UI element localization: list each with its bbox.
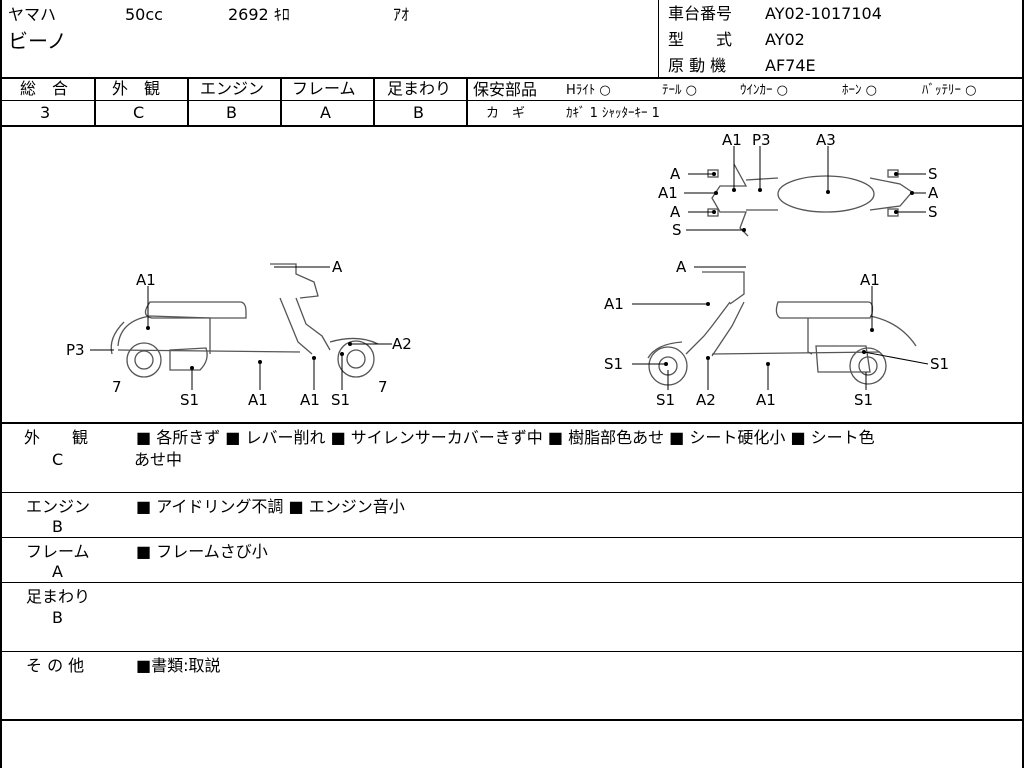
note-suspension-label: 足まわり [26, 587, 91, 606]
damage-code: A1 [756, 391, 776, 409]
damage-code: A1 [248, 391, 268, 409]
damage-code: A1 [722, 131, 742, 149]
damage-code: S [672, 221, 682, 239]
scooter-top-view-icon [707, 163, 913, 237]
overall-label: 総 合 [20, 79, 69, 98]
frame-right [1022, 0, 1024, 768]
overall-value: 3 [40, 103, 51, 122]
damage-code: A1 [658, 184, 678, 202]
damage-code: A1 [136, 271, 156, 289]
displacement: 50cc [125, 5, 163, 24]
damage-code: S [928, 203, 938, 221]
safety-label: 保安部品 [473, 80, 538, 99]
damage-code: A3 [816, 131, 836, 149]
note-other-text: ■書類:取説 [136, 656, 221, 675]
damage-code: P3 [752, 131, 771, 149]
note-frame-label: フレーム [26, 542, 90, 561]
note-other-label: そ の 他 [26, 656, 85, 675]
damage-code: S1 [854, 391, 873, 409]
rule-diagram-bottom [0, 422, 1024, 424]
note-engine-grade: B [52, 517, 63, 536]
frame-grade-label: フレーム [292, 79, 356, 98]
engine-grade-label: エンジン [200, 79, 265, 98]
rule-grade-bottom [0, 125, 1024, 127]
rule-notes-4 [0, 651, 1024, 652]
damage-code: S1 [656, 391, 675, 409]
rule-header-split [658, 0, 659, 77]
rule-grade-mid [0, 100, 1024, 101]
note-engine-text: ■ アイドリング不調 ■ エンジン音小 [136, 497, 405, 516]
exterior-label: 外 観 [112, 79, 161, 98]
frame-no-label: 車台番号 [668, 4, 733, 23]
damage-diagram: A A1 P3 7 S1 A1 A1 S1 7 A2 A1 P3 A3 A A1… [66, 131, 949, 409]
key-value: ｶｷﾞ 1 ｼｬｯﾀｰｷｰ 1 [566, 106, 660, 121]
damage-code: A [670, 165, 681, 183]
rule-col-3 [280, 77, 282, 126]
engine-value: AF74E [765, 56, 816, 75]
damage-code: A [332, 258, 343, 276]
safety-item-winker: ｳｲﾝｶｰ ○ [740, 83, 788, 98]
damage-code: A1 [860, 271, 880, 289]
safety-item-headlight: Hﾗｲﾄ ○ [566, 83, 611, 98]
engine-label: 原 動 機 [668, 56, 727, 75]
damage-code: A [928, 184, 939, 202]
model-name: ビーノ [8, 29, 67, 53]
note-engine-label: エンジン [26, 497, 91, 516]
rule-col-1 [94, 77, 96, 126]
note-frame-grade: A [52, 562, 63, 581]
note-frame-text: ■ フレームさび小 [136, 542, 268, 561]
rule-col-2 [187, 77, 189, 126]
ok-mark-icon: ○ [965, 83, 977, 98]
maker: ヤマハ [8, 5, 57, 24]
frame-left [0, 0, 2, 768]
damage-code: S1 [180, 391, 199, 409]
key-label: カ ギ [486, 106, 526, 121]
body-color: ｱｵ [393, 5, 410, 24]
safety-item-battery: ﾊﾞｯﾃﾘｰ ○ [922, 83, 977, 98]
damage-code: 7 [112, 378, 122, 396]
rule-col-5 [466, 77, 468, 126]
damage-code: S [928, 165, 938, 183]
damage-code: S1 [604, 355, 623, 373]
type-value: AY02 [765, 30, 805, 49]
rule-header [0, 77, 1024, 79]
note-exterior-label: 外 観 [24, 428, 89, 447]
ok-mark-icon: ○ [599, 83, 611, 98]
note-exterior-text-cont: あせ中 [134, 450, 183, 469]
rule-col-4 [373, 77, 375, 126]
damage-code: A [670, 203, 681, 221]
rule-notes-5 [0, 719, 1024, 721]
note-exterior-grade: C [52, 450, 64, 469]
safety-item-tail: ﾃｰﾙ ○ [662, 83, 697, 98]
note-exterior-text: ■ 各所きず ■ レバー削れ ■ サイレンサーカバーきず中 ■ 樹脂部色あせ ■… [136, 428, 875, 447]
rule-notes-1 [0, 492, 1024, 493]
frame-grade-value: A [320, 103, 331, 122]
suspension-grade-value: B [413, 103, 424, 122]
damage-code: A [676, 258, 687, 276]
damage-code: P3 [66, 341, 85, 359]
damage-code: A2 [392, 335, 412, 353]
engine-grade-value: B [226, 103, 237, 122]
frame-no-value: AY02-1017104 [765, 4, 882, 23]
damage-code: A2 [696, 391, 716, 409]
ok-mark-icon: ○ [865, 83, 877, 98]
ok-mark-icon: ○ [776, 83, 788, 98]
damage-code: 7 [378, 378, 388, 396]
damage-code: S1 [930, 355, 949, 373]
rule-notes-2 [0, 537, 1024, 538]
safety-item-horn: ﾎｰﾝ ○ [842, 83, 877, 98]
ok-mark-icon: ○ [685, 83, 697, 98]
rule-notes-3 [0, 582, 1024, 583]
scooter-left-view-icon [110, 263, 379, 378]
type-label: 型 式 [668, 30, 733, 49]
damage-code: A1 [300, 391, 320, 409]
mileage: 2692 ｷﾛ [228, 5, 290, 24]
note-suspension-grade: B [52, 608, 63, 627]
suspension-grade-label: 足まわり [387, 79, 452, 98]
damage-code: S1 [331, 391, 350, 409]
damage-code: A1 [604, 295, 624, 313]
exterior-value: C [133, 103, 145, 122]
